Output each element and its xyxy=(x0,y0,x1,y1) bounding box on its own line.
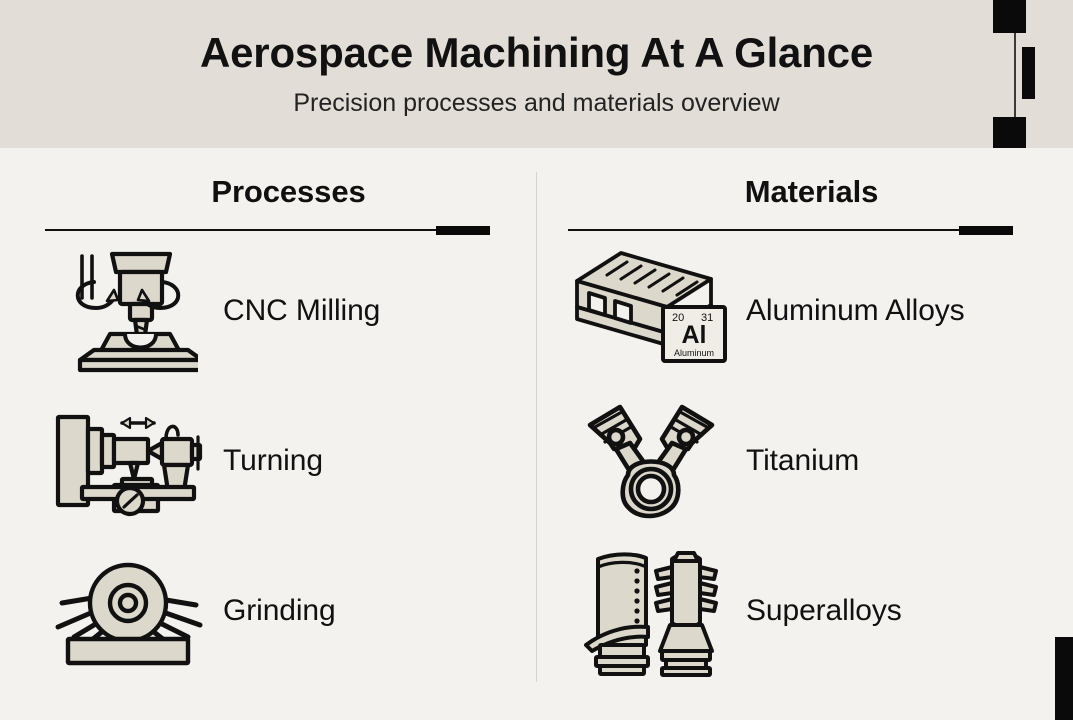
decoration-corner-bar-icon xyxy=(1055,637,1073,720)
heading-rule-materials xyxy=(568,226,1013,235)
rule-accent-block xyxy=(436,226,490,235)
decoration-square-top-icon xyxy=(993,0,1026,33)
heading-rule-processes xyxy=(45,226,490,235)
column-materials: Materials xyxy=(568,148,1055,677)
column-heading-materials: Materials xyxy=(744,174,879,209)
list-item-label: CNC Milling xyxy=(223,294,381,327)
turbine-blades-icon xyxy=(568,536,733,686)
decoration-bar-middle-icon xyxy=(1022,47,1035,99)
cnc-milling-icon xyxy=(45,236,210,386)
rule-thin-line xyxy=(45,229,490,231)
column-divider xyxy=(536,172,537,682)
list-item[interactable]: CNC Milling xyxy=(45,236,532,386)
decoration-vertical-line xyxy=(1014,0,1016,148)
list-item-label: Superalloys xyxy=(746,594,902,627)
list-item-label: Grinding xyxy=(223,594,336,627)
list-item[interactable]: 20 31 Al Aluminum Aluminum Alloys xyxy=(568,236,1055,386)
svg-text:Al: Al xyxy=(681,321,706,349)
content-board: Processes xyxy=(0,148,1073,720)
rule-accent-block xyxy=(959,226,1013,235)
aluminum-extrusion-icon: 20 31 Al Aluminum xyxy=(568,236,733,386)
header-band: Aerospace Machining At A Glance Precisio… xyxy=(0,0,1073,148)
list-item[interactable]: Grinding xyxy=(45,536,532,686)
column-heading-processes: Processes xyxy=(211,174,366,209)
list-item-label: Turning xyxy=(223,444,323,477)
svg-text:31: 31 xyxy=(701,312,713,324)
svg-text:20: 20 xyxy=(672,312,684,324)
svg-text:Aluminum: Aluminum xyxy=(673,348,713,358)
pistons-icon xyxy=(568,386,733,536)
list-item-label: Titanium xyxy=(746,444,860,477)
grinding-wheel-icon xyxy=(45,536,210,686)
page-subtitle: Precision processes and materials overvi… xyxy=(293,89,780,117)
turning-lathe-icon xyxy=(45,386,210,536)
decoration-square-bottom-icon xyxy=(993,117,1026,148)
list-item[interactable]: Titanium xyxy=(568,386,1055,536)
list-item[interactable]: Superalloys xyxy=(568,536,1055,686)
list-item[interactable]: Turning xyxy=(45,386,532,536)
rule-thin-line xyxy=(568,229,1013,231)
page-title: Aerospace Machining At A Glance xyxy=(200,29,873,76)
list-item-label: Aluminum Alloys xyxy=(746,294,965,327)
column-processes: Processes xyxy=(45,148,532,666)
